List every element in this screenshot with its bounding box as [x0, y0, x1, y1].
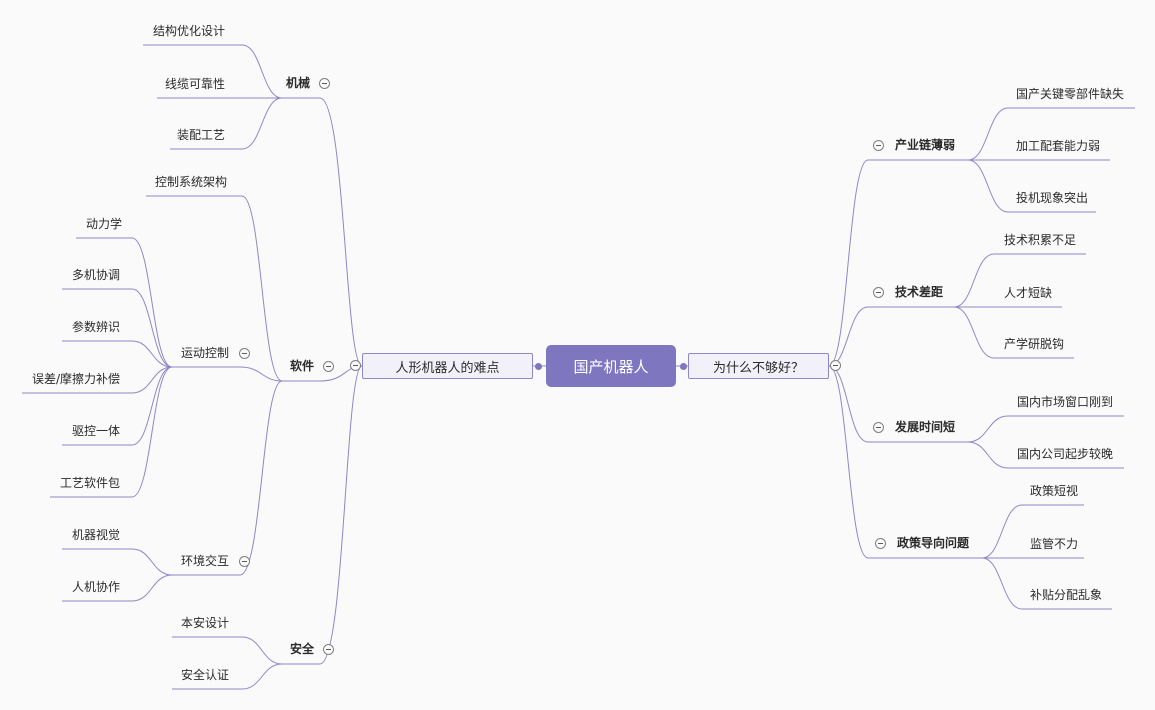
leaf-control-architecture[interactable]: 控制系统架构: [155, 175, 228, 189]
leaf-assembly-process[interactable]: 装配工艺: [177, 128, 226, 142]
leaf-short-sighted-policy[interactable]: 政策短视: [1030, 484, 1079, 498]
leaf-talent-shortage[interactable]: 人才短缺: [1004, 286, 1053, 300]
leaf-machine-vision[interactable]: 机器视觉: [72, 528, 121, 542]
branch-short-history-collapse-icon[interactable]: [873, 422, 884, 433]
leaf-insufficient-accumulation[interactable]: 技术积累不足: [1004, 233, 1077, 247]
branch-short-history[interactable]: 发展时间短: [895, 420, 956, 434]
leaf-market-window[interactable]: 国内市场窗口刚到: [1017, 395, 1114, 409]
branch-policy-collapse-icon[interactable]: [875, 538, 886, 549]
leaf-process-software-package[interactable]: 工艺软件包: [60, 476, 121, 490]
right-connector-dot: [680, 363, 687, 370]
branch-environment-interaction-collapse-icon[interactable]: [239, 556, 250, 567]
branch-software-collapse-icon[interactable]: [323, 361, 334, 372]
branch-environment-interaction[interactable]: 环境交互: [181, 554, 230, 568]
branch-software[interactable]: 软件: [290, 359, 315, 373]
root-node[interactable]: 国产机器人: [546, 345, 676, 387]
leaf-drive-control-integration[interactable]: 驱控一体: [72, 424, 121, 438]
leaf-structure-optimization[interactable]: 结构优化设计: [153, 24, 226, 38]
leaf-safety-certification[interactable]: 安全认证: [181, 668, 230, 682]
branch-tech-gap-collapse-icon[interactable]: [873, 287, 884, 298]
right-main-node[interactable]: 为什么不够好？: [688, 353, 829, 379]
branch-mechanical-collapse-icon[interactable]: [319, 78, 330, 89]
leaf-weak-regulation[interactable]: 监管不力: [1030, 537, 1079, 551]
branch-industry-chain-collapse-icon[interactable]: [873, 140, 884, 151]
right-main-collapse-icon[interactable]: [830, 360, 841, 371]
branch-motion-control-collapse-icon[interactable]: [239, 348, 250, 359]
leaf-speculation[interactable]: 投机现象突出: [1016, 191, 1089, 205]
branch-motion-control[interactable]: 运动控制: [181, 346, 230, 360]
branch-safety[interactable]: 安全: [290, 642, 315, 656]
leaf-academia-disconnect[interactable]: 产学研脱钩: [1004, 337, 1065, 351]
leaf-weak-processing[interactable]: 加工配套能力弱: [1016, 139, 1101, 153]
leaf-dynamics[interactable]: 动力学: [86, 217, 123, 231]
left-main-collapse-icon[interactable]: [350, 360, 361, 371]
leaf-error-friction-compensation[interactable]: 误差/摩擦力补偿: [32, 372, 121, 386]
leaf-subsidy-chaos[interactable]: 补贴分配乱象: [1030, 588, 1103, 602]
leaf-missing-key-parts[interactable]: 国产关键零部件缺失: [1016, 87, 1125, 101]
branch-industry-chain[interactable]: 产业链薄弱: [895, 138, 956, 152]
branch-tech-gap[interactable]: 技术差距: [895, 285, 944, 299]
leaf-multi-robot-coordination[interactable]: 多机协调: [72, 268, 121, 282]
branch-mechanical[interactable]: 机械: [286, 76, 311, 90]
leaf-cable-reliability[interactable]: 线缆可靠性: [165, 77, 226, 91]
leaf-late-start[interactable]: 国内公司起步较晚: [1017, 447, 1114, 461]
leaf-parameter-identification[interactable]: 参数辨识: [72, 320, 121, 334]
leaf-intrinsic-safety-design[interactable]: 本安设计: [181, 616, 230, 630]
left-main-node[interactable]: 人形机器人的难点: [362, 353, 533, 379]
branch-safety-collapse-icon[interactable]: [323, 644, 334, 655]
left-connector-dot: [535, 363, 542, 370]
branch-policy[interactable]: 政策导向问题: [897, 536, 970, 550]
leaf-human-robot-collaboration[interactable]: 人机协作: [72, 580, 121, 594]
